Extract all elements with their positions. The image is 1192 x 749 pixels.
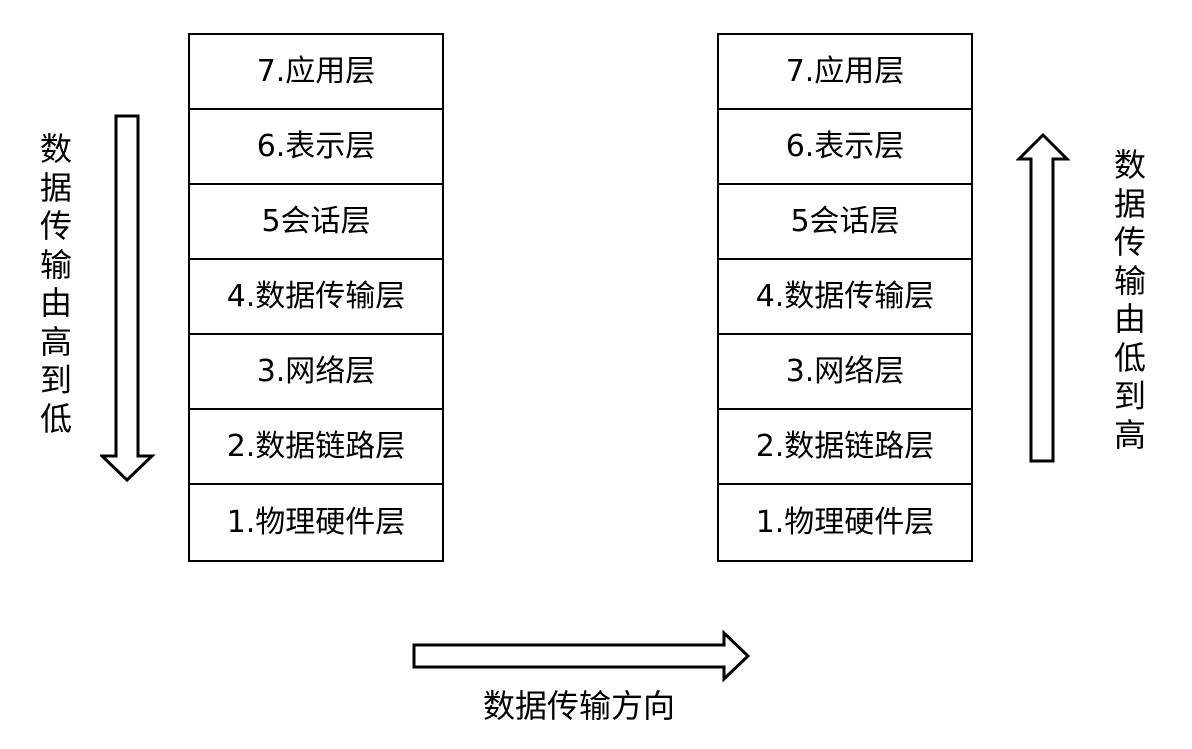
- arrow-down-icon: [100, 114, 156, 484]
- arrow-right-icon: [412, 630, 752, 682]
- osi-layer-stack-right: 7.应用层 6.表示层 5会话层 4.数据传输层 3.网络层 2.数据链路层 1…: [717, 33, 973, 562]
- layer-network: 3.网络层: [190, 335, 442, 410]
- osi-layer-stack-left: 7.应用层 6.表示层 5会话层 4.数据传输层 3.网络层 2.数据链路层 1…: [188, 33, 444, 562]
- left-direction-label: 数据传输由高到低: [39, 130, 72, 438]
- layer-presentation: 6.表示层: [719, 110, 971, 185]
- arrow-up-icon: [1016, 133, 1070, 465]
- layer-physical: 1.物理硬件层: [755, 504, 935, 540]
- layer-network: 3.网络层: [719, 335, 971, 410]
- bottom-direction-label: 数据传输方向: [482, 687, 675, 725]
- layer-session: 5会话层: [190, 185, 442, 260]
- layer-application: 7.应用层: [719, 35, 971, 110]
- layer-session: 5会话层: [719, 185, 971, 260]
- layer-presentation: 6.表示层: [190, 110, 442, 185]
- layer-transport: 4.数据传输层: [719, 260, 971, 335]
- layer-data-link: 2.数据链路层: [719, 410, 971, 485]
- layer-physical: 1.物理硬件层: [226, 504, 406, 540]
- layer-data-link: 2.数据链路层: [190, 410, 442, 485]
- layer-application: 7.应用层: [190, 35, 442, 110]
- right-direction-label: 数据传输由低到高: [1113, 146, 1146, 454]
- layer-transport: 4.数据传输层: [190, 260, 442, 335]
